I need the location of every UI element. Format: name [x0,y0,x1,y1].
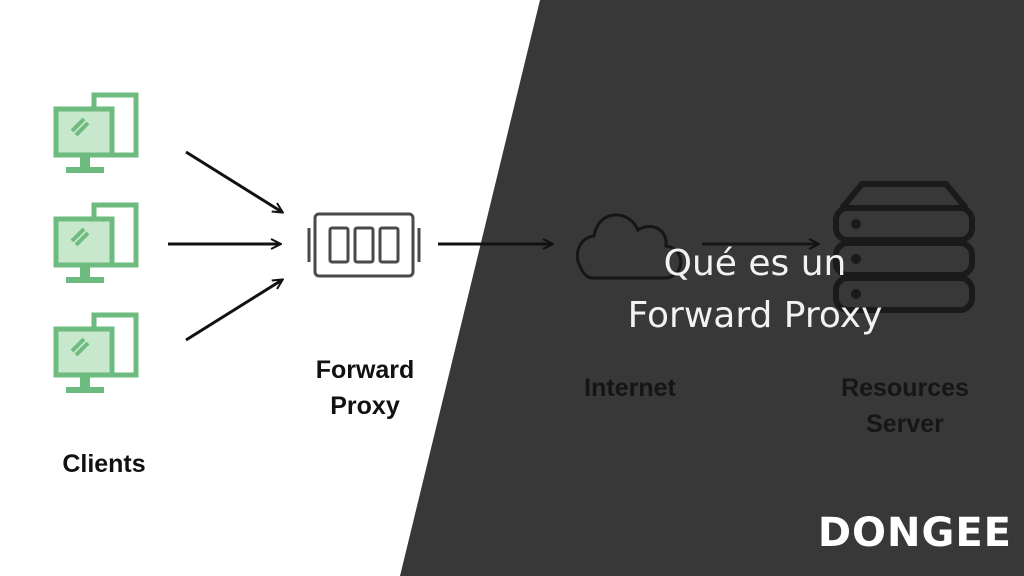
headline-line1: Qué es un [663,243,847,284]
server-stack-icon [833,181,975,313]
resources-server-label-line2: Server [866,410,944,438]
edge-arrow-client-to-proxy [185,150,282,212]
forward-proxy-label-line2: Proxy [330,392,400,420]
forward-proxy-label: Forward Proxy [285,352,445,424]
resources-server-label: Resources Server [805,370,1005,442]
internet-label-text: Internet [584,374,676,402]
clients-label: Clients [34,446,174,482]
proxy-device-icon [307,212,421,278]
dark-background [400,0,1024,576]
clients-label-text: Clients [62,450,146,478]
client-computer-icon [56,205,136,283]
headline: Qué es un Forward Proxy [560,238,950,342]
dongee-logo: DONGEE [817,510,1012,556]
internet-label: Internet [550,370,710,406]
client-computer-icon [56,95,136,173]
forward-proxy-label-line1: Forward [315,356,415,384]
edge-arrow-client-to-proxy [185,280,282,342]
client-computer-icon [56,315,136,393]
headline-line2: Forward Proxy [627,295,883,336]
cloud-icon [575,213,683,280]
resources-server-label-line1: Resources [841,374,969,402]
